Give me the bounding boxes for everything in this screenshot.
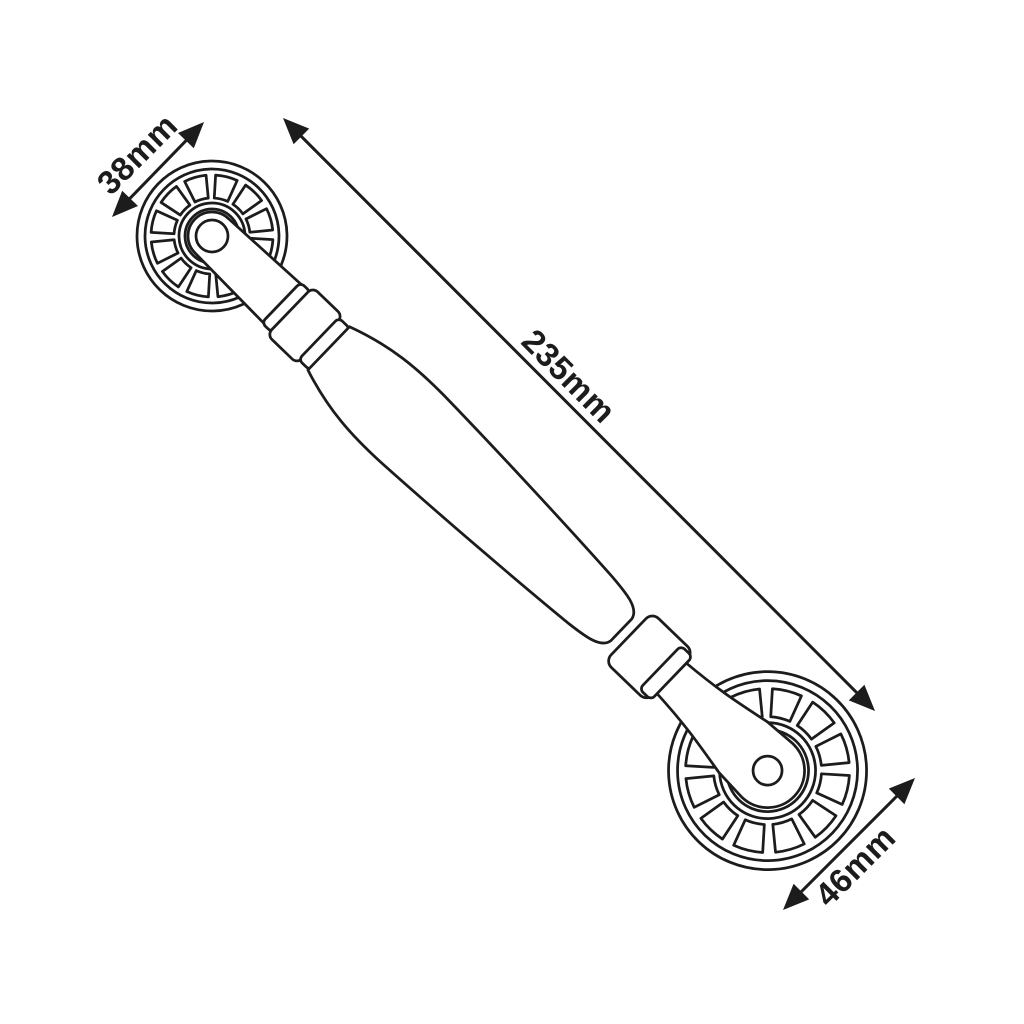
arrowhead-icon [283,118,310,145]
rosette-segment [185,269,212,299]
arrowhead-icon [888,778,915,805]
rosette-segment [797,798,838,839]
rosette-segment [183,173,210,204]
rosette-segment [684,774,721,809]
dimension-label-overall-length: 235mm [515,322,623,430]
arrowhead-icon [178,122,204,149]
grip [306,325,636,645]
rosette-segment [771,817,806,854]
arrowhead-icon [112,190,138,217]
rosette-segment [161,256,193,289]
rosette-segment [159,185,192,217]
rosette-segment [769,687,803,723]
rosette-segment [814,732,851,767]
rosette-segment [815,772,851,806]
rosette-segment [149,238,180,265]
dimension-line [295,130,863,699]
dimension-large-rosette [783,778,915,910]
bottom-rosette-hole [751,754,784,787]
dimension-label-small-rosette: 38mm [89,106,184,201]
top-rosette-hole [194,218,230,254]
arrowhead-icon [783,883,810,910]
rosette-segment [795,700,836,741]
rosette-segment [732,818,766,854]
dimension-overall-length [283,118,875,711]
dimension-line [795,790,903,898]
rosette-segment [699,800,740,841]
rosette-segment [149,209,179,236]
handle-drawing [135,159,868,871]
dimension-small-rosette [112,122,204,217]
collar-ring [640,646,692,700]
arrowhead-icon [848,684,875,711]
rosette-segment [244,207,275,234]
rosette-segment [231,183,263,216]
rosette-segment [212,173,239,203]
rosette-small-backplate [135,159,289,313]
dimension-line [124,134,192,205]
